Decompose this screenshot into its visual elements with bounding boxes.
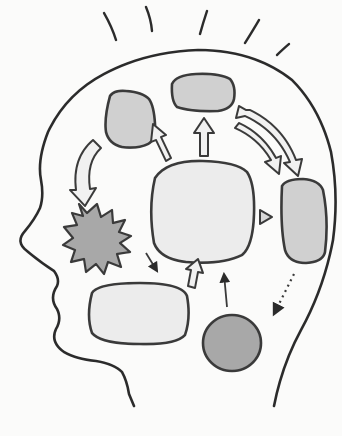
arrow-circle-to-center <box>224 274 227 307</box>
idea-rays <box>104 7 289 55</box>
starburst <box>63 204 131 274</box>
arrow-left-to-starburst <box>70 140 101 206</box>
bottom-wide-box <box>89 283 189 344</box>
arrow-center-to-top <box>194 118 214 156</box>
ray-1 <box>104 13 116 40</box>
arrow-right-to-circle-dotted <box>274 274 294 314</box>
center-box <box>151 161 254 263</box>
arrow-center-to-left <box>151 124 171 161</box>
arrow-right-to-center-triangle <box>260 210 272 224</box>
ray-3 <box>200 11 207 34</box>
diagram-nodes <box>63 74 327 371</box>
top-box <box>172 74 235 111</box>
arrow-starburst-to-bottom <box>146 253 157 271</box>
right-box <box>281 179 326 263</box>
bottom-circle <box>203 315 261 371</box>
left-box <box>106 91 156 148</box>
ray-4 <box>245 20 259 43</box>
ray-2 <box>146 7 152 31</box>
ray-5 <box>277 44 289 55</box>
